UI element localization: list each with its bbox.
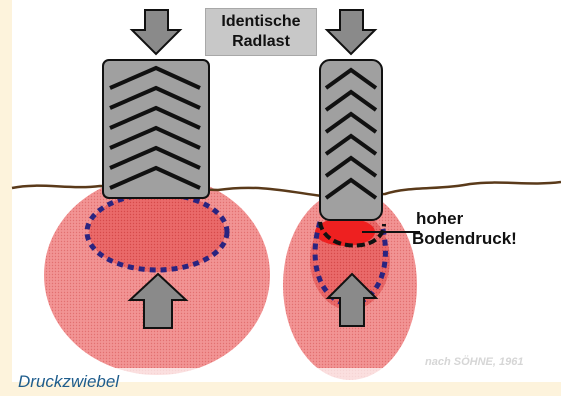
identical-wheel-load-label: Identische Radlast <box>205 8 317 56</box>
left-load-arrow <box>132 10 180 54</box>
wide-tire <box>103 60 209 198</box>
narrow-tire <box>320 60 382 220</box>
figure-caption: Druckzwiebel <box>18 372 119 392</box>
source-citation: nach SÖHNE, 1961 <box>425 356 523 368</box>
load-label-line1: Identische <box>221 12 300 32</box>
pressure-label-line2: Bodendruck! <box>412 229 561 249</box>
pressure-label-line1: hoher <box>412 209 561 229</box>
right-load-arrow <box>327 10 375 54</box>
load-label-line2: Radlast <box>232 32 290 52</box>
high-soil-pressure-label: hoher Bodendruck! <box>412 209 561 249</box>
